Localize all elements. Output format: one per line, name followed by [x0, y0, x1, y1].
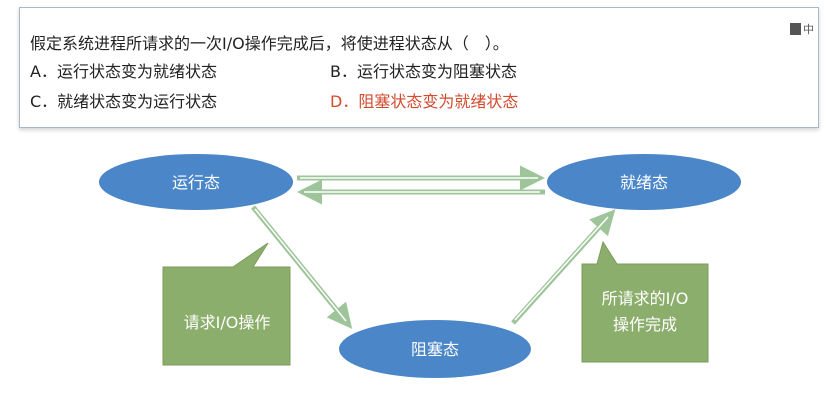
- callout-io-complete-line2: 操作完成: [613, 315, 677, 334]
- blocked-to-ready-arrow: [511, 209, 616, 325]
- callout-io-complete: 所请求的I/O 操作完成: [581, 240, 709, 363]
- question-panel: 假定系统进程所请求的一次I/O操作完成后，将使进程状态从（ ）。 A．运行状态变…: [19, 7, 819, 128]
- running-to-blocked-arrow: [251, 205, 353, 329]
- option-a[interactable]: A．运行状态变为就绪状态: [30, 62, 217, 81]
- lang-indicator: 中: [803, 23, 814, 36]
- callout-request-io: 请求I/O操作: [162, 242, 291, 366]
- keyboard-icon: [790, 23, 801, 35]
- keyboard-lang-icon[interactable]: 中: [790, 22, 818, 36]
- state-running-label: 运行态: [172, 173, 220, 192]
- option-c[interactable]: C．就绪状态变为运行状态: [30, 92, 218, 111]
- callout-io-complete-line1: 所请求的I/O: [602, 289, 689, 308]
- state-ready: 就绪态: [547, 154, 741, 210]
- callout-request-io-label: 请求I/O操作: [184, 313, 271, 332]
- state-blocked-label: 阻塞态: [411, 340, 459, 359]
- option-b[interactable]: B．运行状态变为阻塞状态: [330, 62, 517, 81]
- state-running: 运行态: [99, 154, 293, 210]
- state-blocked: 阻塞态: [339, 320, 531, 378]
- question-stem: 假定系统进程所请求的一次I/O操作完成后，将使进程状态从（ ）。: [30, 34, 509, 53]
- state-ready-label: 就绪态: [620, 173, 668, 192]
- running-ready-arrows: [297, 165, 545, 205]
- option-d-answer[interactable]: D．阻塞状态变为就绪状态: [330, 92, 519, 111]
